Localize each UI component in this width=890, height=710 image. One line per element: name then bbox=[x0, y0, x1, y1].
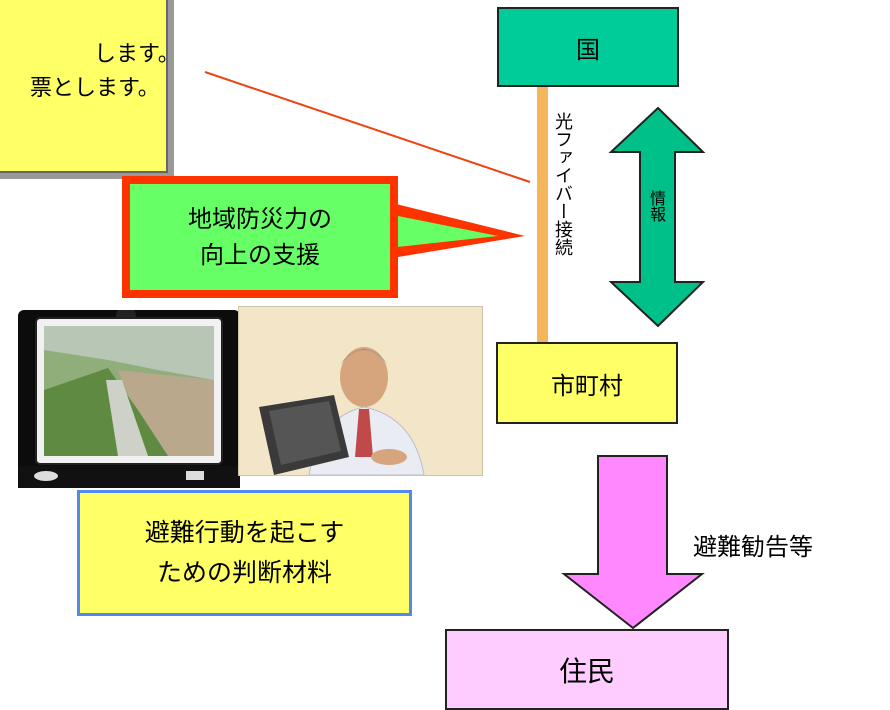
monitor-graphic bbox=[18, 306, 240, 488]
person-graphic bbox=[239, 307, 482, 476]
residents-node: 住民 bbox=[445, 629, 729, 710]
person-at-laptop-icon bbox=[238, 306, 483, 476]
advisory-label: 避難勧告等 bbox=[693, 533, 813, 561]
river-camera-monitor-icon bbox=[18, 306, 240, 488]
country-label: 国 bbox=[576, 35, 600, 64]
decision-material-box: 避難行動を起こす ための判断材料 bbox=[77, 490, 412, 616]
note-leader-line bbox=[204, 71, 531, 183]
support-line-1: 地域防災力の bbox=[188, 205, 332, 233]
note-line-2: 票とします。 bbox=[30, 76, 160, 101]
fiber-connection-line bbox=[537, 87, 548, 342]
note-box: します。 票とします。 bbox=[0, 0, 180, 173]
info-label: 情報 bbox=[647, 190, 666, 222]
decision-line-1: 避難行動を起こす bbox=[144, 518, 345, 547]
support-callout-tail-inner bbox=[388, 214, 498, 248]
support-line-2: 向上の支援 bbox=[200, 241, 320, 269]
decision-line-2: ための判断材料 bbox=[156, 558, 332, 587]
advisory-down-arrow bbox=[561, 455, 705, 630]
info-double-arrow bbox=[608, 106, 706, 328]
support-callout: 地域防災力の 向上の支援 bbox=[122, 176, 398, 298]
residents-label: 住民 bbox=[558, 654, 615, 688]
municipality-node: 市町村 bbox=[496, 342, 678, 424]
municipality-label: 市町村 bbox=[551, 371, 623, 400]
fiber-connection-label: 光ファイバー接続 bbox=[552, 112, 573, 256]
country-node: 国 bbox=[497, 7, 679, 87]
note-line-1: します。 bbox=[94, 42, 180, 67]
